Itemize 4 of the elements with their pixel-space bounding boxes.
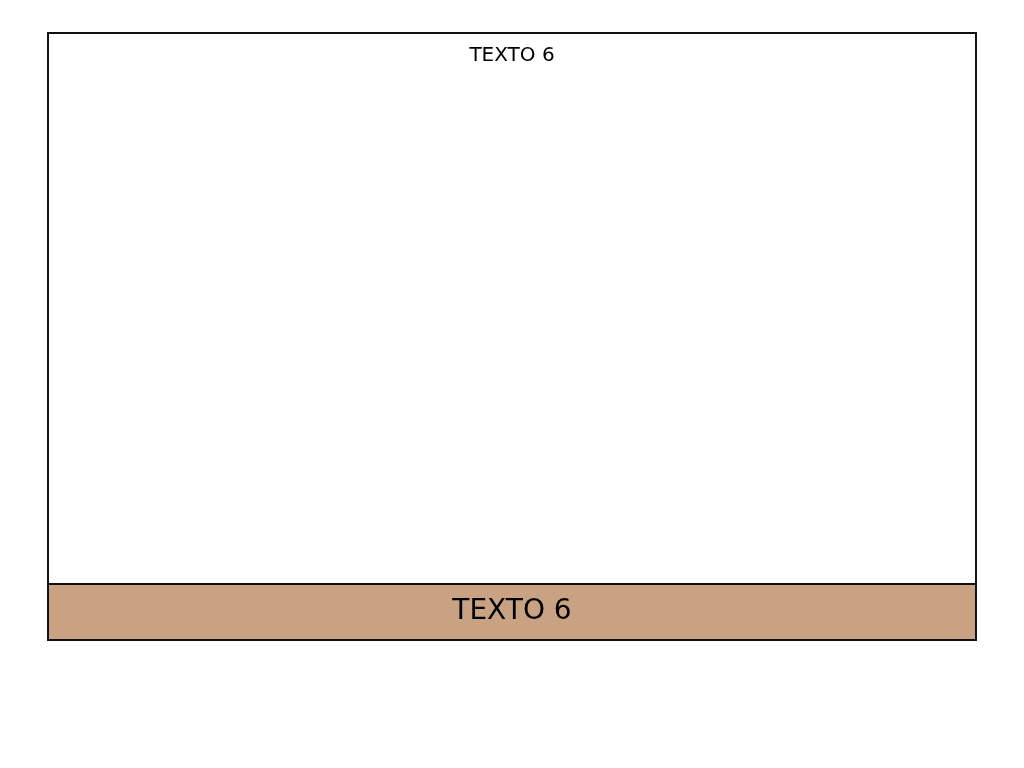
panel-heading: TEXTO 6 — [469, 42, 555, 66]
band-label: TEXTO 6 — [452, 593, 572, 626]
frame-panel — [47, 32, 977, 641]
floor-band — [47, 583, 977, 641]
